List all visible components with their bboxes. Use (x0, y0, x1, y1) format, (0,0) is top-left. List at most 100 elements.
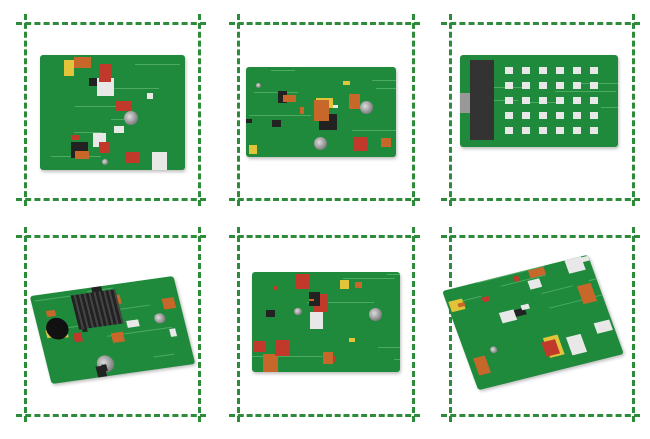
frame-bottom (441, 414, 640, 417)
pcb-board-image (460, 55, 618, 147)
component (380, 137, 392, 148)
component (72, 332, 84, 342)
component (153, 312, 167, 325)
component (314, 136, 328, 150)
trace (343, 278, 395, 280)
frame-right (412, 227, 415, 422)
frame-top (441, 235, 640, 238)
trace (135, 63, 181, 65)
frame-right (632, 14, 635, 206)
component (74, 151, 90, 159)
pcb-board-image (29, 276, 196, 384)
frame-right (412, 14, 415, 206)
component (323, 351, 334, 364)
component (72, 134, 81, 140)
switch (539, 112, 547, 119)
switch (573, 112, 581, 119)
component (101, 159, 108, 166)
component (98, 142, 110, 153)
component (473, 355, 492, 376)
switch (505, 82, 513, 89)
component (266, 309, 275, 317)
frame-top (16, 22, 206, 25)
switch (539, 127, 547, 134)
switch (573, 97, 581, 104)
component (111, 331, 125, 344)
component (263, 354, 278, 372)
component (489, 345, 499, 355)
pcb-board-image (252, 272, 400, 372)
component (274, 339, 290, 356)
frame-bottom (16, 198, 206, 201)
frame-top (16, 235, 206, 238)
frame-top (441, 22, 640, 25)
trace (152, 353, 175, 358)
component (339, 280, 349, 289)
trace (548, 292, 610, 309)
component (481, 296, 491, 303)
component (254, 341, 266, 353)
switch (556, 82, 564, 89)
trace (377, 347, 400, 349)
component (272, 285, 278, 291)
frame-left (449, 14, 452, 206)
trace (253, 92, 299, 94)
component (88, 77, 98, 86)
component (299, 106, 305, 114)
frame-left (237, 14, 240, 206)
component (282, 94, 296, 103)
switch (522, 67, 530, 74)
switch (522, 112, 530, 119)
frame-left (24, 14, 27, 206)
frame-left (449, 227, 452, 422)
switch (556, 127, 564, 134)
trace (352, 129, 396, 131)
component (151, 152, 167, 170)
component (359, 100, 373, 114)
frame-top (229, 22, 420, 25)
component (255, 82, 262, 88)
component (125, 151, 139, 164)
frame-right (198, 14, 201, 206)
switch (539, 97, 547, 104)
frame-left (237, 227, 240, 422)
component (343, 81, 350, 86)
trace (249, 115, 311, 117)
switch (573, 127, 581, 134)
pcb-board-image (442, 254, 624, 391)
component (246, 119, 253, 123)
trace (99, 87, 159, 89)
component (98, 64, 111, 83)
switch (590, 82, 598, 89)
component (271, 119, 282, 127)
frame-bottom (229, 414, 420, 417)
switch (522, 82, 530, 89)
db9-port (460, 93, 470, 113)
component (249, 145, 258, 154)
component (313, 100, 329, 121)
trace (376, 87, 396, 89)
frame-bottom (16, 414, 206, 417)
pcb-board-image (40, 55, 185, 170)
component (294, 307, 302, 316)
trace (554, 91, 617, 93)
component (115, 101, 132, 112)
switch (505, 97, 513, 104)
component (63, 60, 75, 76)
component (309, 292, 321, 307)
trace (485, 99, 519, 101)
component (294, 274, 309, 289)
trace (271, 70, 296, 72)
component (45, 309, 57, 318)
trace (74, 132, 102, 134)
trace (387, 273, 400, 275)
component (73, 57, 91, 69)
frame-right (198, 227, 201, 422)
switch (505, 67, 513, 74)
switch (539, 67, 547, 74)
component (123, 110, 139, 126)
component (310, 312, 324, 330)
switch (556, 97, 564, 104)
switch (590, 112, 598, 119)
switch (556, 112, 564, 119)
